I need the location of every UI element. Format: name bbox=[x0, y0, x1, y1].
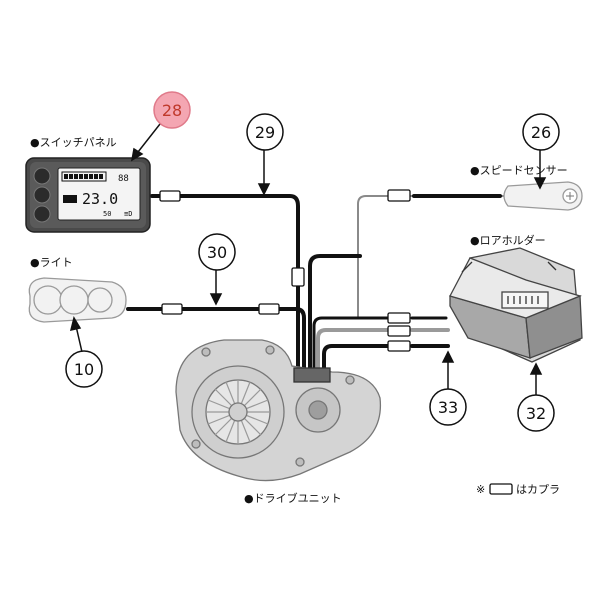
coupler bbox=[159, 190, 181, 202]
panel-button-top bbox=[33, 167, 51, 185]
callout-30-circle bbox=[198, 233, 236, 271]
callout-28: 28 bbox=[153, 91, 191, 129]
cable-holder-dark-2 bbox=[322, 344, 402, 380]
callout-29-number: 29 bbox=[255, 123, 275, 142]
coupler-legend: ※ はカプラ bbox=[476, 483, 560, 496]
drive-unit-bolt bbox=[201, 347, 211, 357]
callout-33-circle bbox=[429, 388, 467, 426]
light-lens-right bbox=[87, 287, 113, 313]
light-indicator-icon: ≡D bbox=[124, 210, 132, 218]
cable-speed-sensor-to-unit bbox=[308, 254, 362, 380]
switch-panel: 88 23.0 50 ≡D bbox=[25, 157, 151, 233]
callout-30-number: 30 bbox=[207, 243, 227, 262]
drive-unit bbox=[175, 339, 382, 482]
couplers bbox=[159, 189, 411, 352]
callout-33-number: 33 bbox=[438, 398, 458, 417]
callout-10-circle bbox=[65, 350, 103, 388]
cable-speed-sensor bbox=[357, 195, 511, 319]
legend-mark: ※ bbox=[476, 483, 485, 496]
callout-32-circle bbox=[517, 394, 555, 432]
drive-unit-cable-port bbox=[293, 367, 331, 383]
callout-26: 26 bbox=[522, 113, 560, 151]
drive-unit-bolt bbox=[265, 345, 275, 355]
cables bbox=[126, 194, 511, 380]
coupler bbox=[387, 340, 411, 352]
battery-gauge bbox=[61, 171, 107, 182]
coupler bbox=[258, 303, 280, 315]
coupler bbox=[387, 325, 411, 337]
lower-holder-connector bbox=[501, 291, 549, 309]
legend-text: はカプラ bbox=[516, 483, 560, 496]
drive-unit-bolt bbox=[295, 457, 305, 467]
speed-sensor bbox=[503, 181, 583, 211]
coupler bbox=[161, 303, 183, 315]
callout-29: 29 bbox=[246, 113, 284, 151]
light bbox=[28, 277, 127, 323]
callout-26-circle bbox=[522, 113, 560, 151]
label-switch-panel: ●スイッチパネル bbox=[30, 136, 117, 149]
cable-holder-gray bbox=[316, 328, 402, 380]
light-lens-mid bbox=[59, 285, 89, 315]
cable-switch-panel bbox=[150, 194, 300, 380]
drive-unit-crank-axle bbox=[308, 400, 328, 420]
battery-percent: 88 bbox=[118, 174, 129, 184]
range-readout: 50 bbox=[103, 210, 111, 218]
mode-indicator bbox=[63, 195, 77, 203]
drive-unit-hub bbox=[228, 402, 248, 422]
callout-32: 32 bbox=[517, 394, 555, 432]
callout-10-number: 10 bbox=[74, 360, 94, 379]
callout-33: 33 bbox=[429, 388, 467, 426]
lower-holder bbox=[449, 247, 583, 363]
coupler bbox=[387, 189, 411, 202]
cable-holder-dark-1 bbox=[312, 316, 400, 380]
callout-32-number: 32 bbox=[526, 404, 546, 423]
legend-coupler-symbol bbox=[489, 483, 513, 495]
speed-sensor-body bbox=[503, 181, 583, 211]
callout-26-number: 26 bbox=[531, 123, 551, 142]
panel-button-mid bbox=[33, 186, 51, 204]
label-speed-sensor: ●スピードセンサー bbox=[470, 164, 568, 177]
coupler bbox=[387, 312, 411, 324]
label-drive-unit: ●ドライブユニット bbox=[244, 491, 342, 505]
cable-light bbox=[126, 307, 306, 380]
callout-10: 10 bbox=[65, 350, 103, 388]
callout-28-circle bbox=[153, 91, 191, 129]
callout-leaders bbox=[69, 123, 547, 396]
drive-unit-bolt bbox=[345, 375, 355, 385]
drive-unit-bolt bbox=[191, 439, 201, 449]
light-lens-left bbox=[33, 285, 63, 315]
panel-button-bottom bbox=[33, 205, 51, 223]
coupler bbox=[291, 267, 305, 287]
callout-30: 30 bbox=[198, 233, 236, 271]
speed-readout: 23.0 bbox=[82, 190, 118, 208]
label-light: ●ライト bbox=[30, 256, 73, 269]
callout-29-circle bbox=[246, 113, 284, 151]
callout-28-number: 28 bbox=[162, 101, 182, 120]
label-lower-holder: ●ロアホルダー bbox=[470, 233, 546, 247]
